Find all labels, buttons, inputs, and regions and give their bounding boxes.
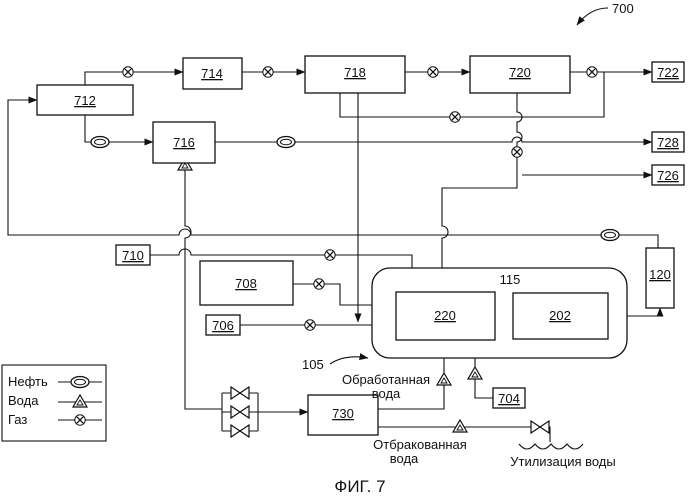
ref-115: 115 [500,272,521,287]
figure-number-leader [577,8,608,25]
legend: Нефть Вода Газ [2,365,106,441]
legend-oil-label: Нефть [8,374,48,389]
gas-icon [75,415,85,425]
oil-icon [71,377,89,388]
ref-105-leader [330,357,368,364]
oil-icon [91,137,109,148]
block-120-label: 120 [649,267,671,282]
oil-icon [601,230,619,241]
valve-icon [231,406,249,418]
gas-icon [587,67,597,77]
rejected-water-line1: Отбракованная [373,437,467,452]
treated-water-line1: Обработанная [342,372,430,387]
block-202-label: 202 [549,308,571,323]
gas-icon [325,250,335,260]
valve-icon [231,425,249,437]
oil-icon [277,137,295,148]
legend-gas-label: Газ [8,412,27,427]
gas-icon [512,147,522,157]
block-718-label: 718 [344,65,366,80]
ref-105: 105 [302,357,324,372]
terminal-728-label: 728 [657,135,679,150]
rejected-water-line2: вода [390,451,419,466]
block-220-label: 220 [434,308,456,323]
water-disposal-label: Утилизация воды [510,454,616,469]
water-icon [468,367,482,379]
block-730-label: 730 [332,406,354,421]
water-icon [453,420,467,432]
gas-icon [450,112,460,122]
gas-icon [263,67,273,77]
figure-caption: ФИГ. 7 [334,477,385,496]
terminal-722-label: 722 [657,65,679,80]
ground-icon [519,444,583,449]
figure-number: 700 [612,1,634,16]
valve-icon [231,387,249,399]
gas-icon [123,67,133,77]
gas-icon [428,67,438,77]
block-714-label: 714 [201,66,223,81]
gas-icon [314,279,324,289]
valve-icon [531,421,549,433]
terminal-706-label: 706 [212,318,234,333]
block-720-label: 720 [509,65,531,80]
gas-icon [305,320,315,330]
legend-water-label: Вода [8,393,39,408]
block-716-label: 716 [173,135,195,150]
terminal-726-label: 726 [657,168,679,183]
block-708-label: 708 [235,276,257,291]
terminal-710-label: 710 [122,248,144,263]
block-712-label: 712 [74,93,96,108]
water-icon [437,373,451,385]
terminal-704-label: 704 [498,391,520,406]
treated-water-line2: вода [372,386,401,401]
